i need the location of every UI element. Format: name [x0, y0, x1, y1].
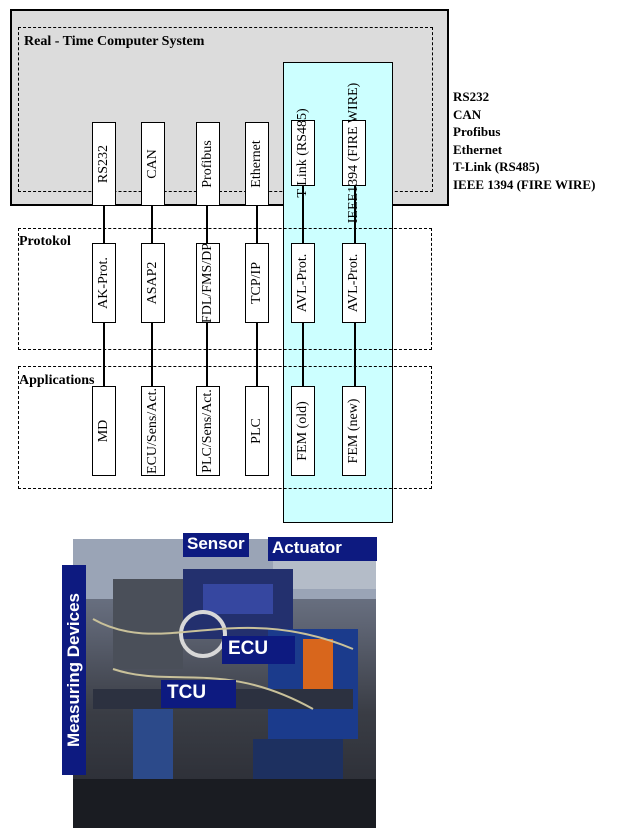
protocol-asap2: ASAP2: [141, 243, 165, 323]
application-fem-new: FEM (new): [342, 386, 366, 476]
interface-ieee1394-label: IEEE1394 (FIRE WIRE): [346, 83, 362, 224]
legend-item-profibus: Profibus: [453, 123, 595, 141]
interface-ethernet-label: Ethernet: [249, 140, 265, 187]
protocol-ak-prot: AK-Prot.: [92, 243, 116, 323]
application-plc-label: PLC: [249, 418, 265, 444]
sensor-label: Sensor: [183, 533, 249, 557]
protocol-fdl-fms-dp-label: FDL/FMS/DP: [200, 243, 216, 323]
protocol-tcp-ip: TCP/IP: [245, 243, 269, 323]
protocol-ak-prot-label: AK-Prot.: [96, 257, 112, 309]
application-ecu-sens-act-label: ECU/Sens/Act.: [145, 388, 161, 474]
interface-profibus-label: Profibus: [200, 140, 216, 187]
application-fem-old: FEM (old): [291, 386, 315, 476]
application-ecu-sens-act: ECU/Sens/Act.: [141, 386, 165, 476]
protocol-avl-prot-1: AVL-Prot.: [291, 243, 315, 323]
interface-tlink-label: T-Link (RS485): [295, 108, 311, 197]
applications-band-label: Applications: [19, 373, 94, 389]
tcu-label: TCU: [161, 680, 236, 708]
protocol-band: [18, 228, 432, 350]
application-plc-sens-act-label: PLC/Sens/Act.: [200, 389, 216, 473]
legend-item-ieee1394: IEEE 1394 (FIRE WIRE): [453, 176, 595, 194]
protocol-tcp-ip-label: TCP/IP: [249, 262, 265, 304]
protocol-fdl-fms-dp: FDL/FMS/DP: [196, 243, 220, 323]
application-plc: PLC: [245, 386, 269, 476]
legend-item-rs232: RS232: [453, 88, 595, 106]
application-fem-new-label: FEM (new): [346, 399, 362, 464]
measuring-devices-label: Measuring Devices: [62, 565, 86, 775]
ecu-label: ECU: [222, 636, 295, 664]
interface-rs232: RS232: [92, 122, 116, 206]
protocol-avl-prot-1-label: AVL-Prot.: [295, 254, 311, 312]
interface-ieee1394: IEEE1394 (FIRE WIRE): [342, 120, 366, 186]
interface-tlink: T-Link (RS485): [291, 120, 315, 186]
protocol-asap2-label: ASAP2: [145, 262, 161, 305]
interface-legend: RS232 CAN Profibus Ethernet T-Link (RS48…: [453, 88, 595, 194]
measuring-devices-text: Measuring Devices: [64, 593, 84, 747]
application-md-label: MD: [96, 420, 112, 443]
realtime-system-title: Real - Time Computer System: [24, 34, 204, 50]
application-fem-old-label: FEM (old): [295, 401, 311, 461]
protocol-band-label: Protokol: [19, 234, 71, 250]
application-plc-sens-act: PLC/Sens/Act.: [196, 386, 220, 476]
legend-item-ethernet: Ethernet: [453, 141, 595, 159]
application-md: MD: [92, 386, 116, 476]
actuator-label: Actuator: [268, 537, 377, 561]
protocol-avl-prot-2-label: AVL-Prot.: [346, 254, 362, 312]
legend-item-can: CAN: [453, 106, 595, 124]
interface-profibus: Profibus: [196, 122, 220, 206]
interface-rs232-label: RS232: [96, 145, 112, 183]
interface-ethernet: Ethernet: [245, 122, 269, 206]
protocol-avl-prot-2: AVL-Prot.: [342, 243, 366, 323]
legend-item-tlink: T-Link (RS485): [453, 158, 595, 176]
interface-can-label: CAN: [145, 149, 161, 179]
interface-can: CAN: [141, 122, 165, 206]
